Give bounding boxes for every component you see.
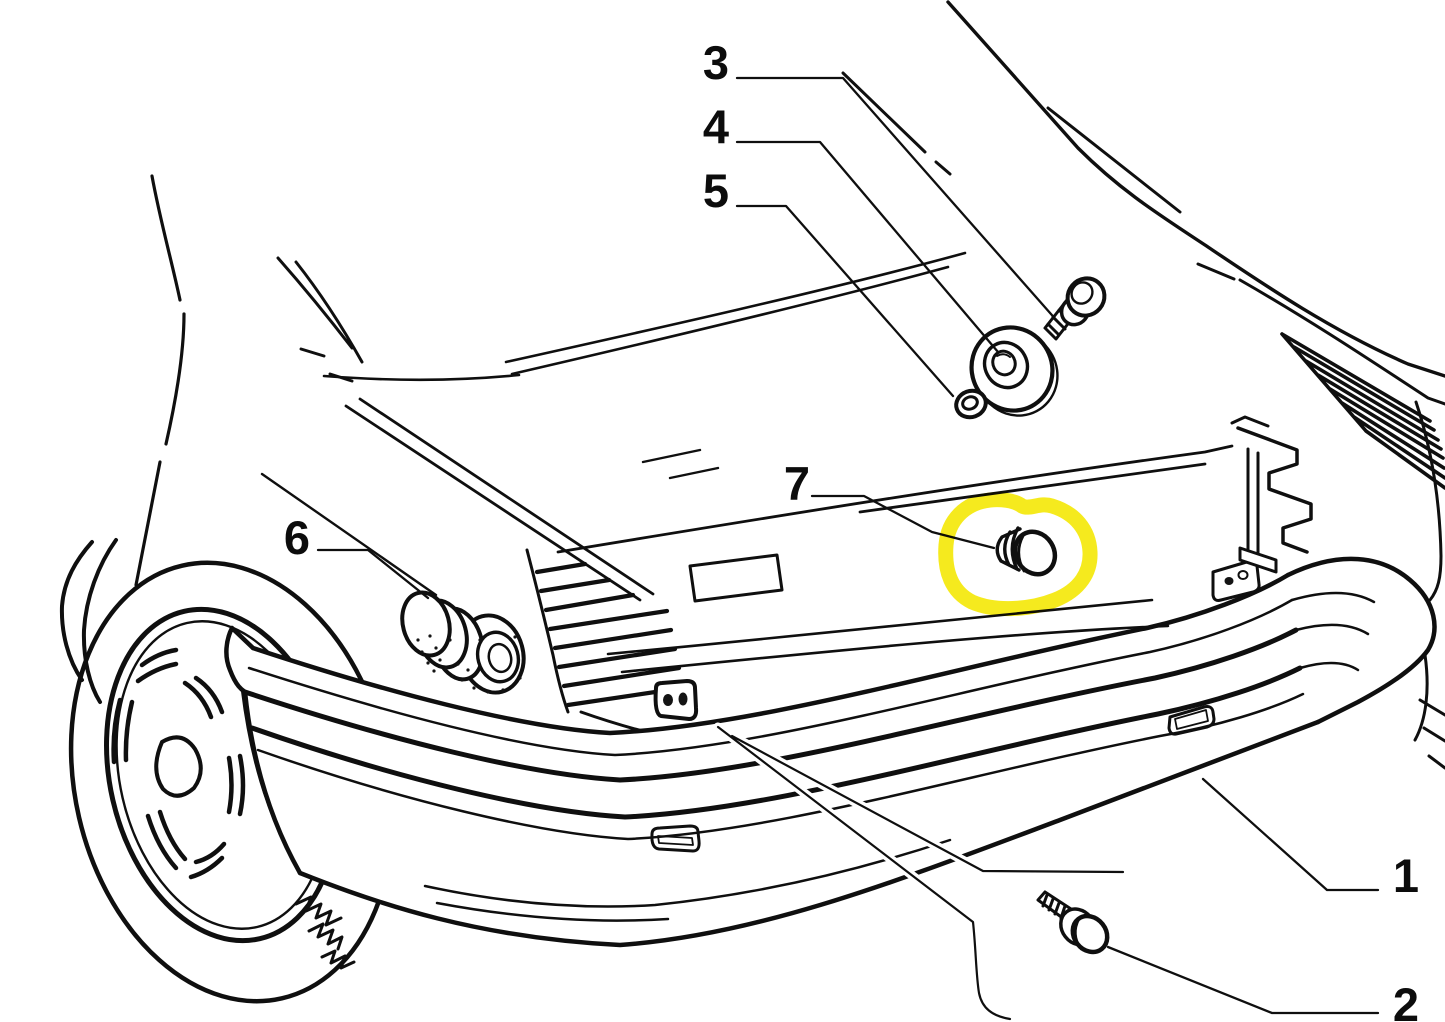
bushing-hole-inner xyxy=(996,353,1011,358)
bolt-head-inner xyxy=(1070,281,1094,305)
mounting-bracket xyxy=(1230,415,1313,574)
callout-label-7: 7 xyxy=(784,457,810,510)
bracket-steps xyxy=(1236,426,1313,554)
leader-5 xyxy=(735,204,955,398)
hub-hole xyxy=(154,735,203,798)
bumper-slot-right xyxy=(1167,705,1216,736)
bracket-posts xyxy=(1230,415,1270,565)
wheel xyxy=(59,538,396,1004)
rear-window-edge xyxy=(841,71,952,176)
body-lower-right-hatch xyxy=(1418,698,1445,770)
tail-lamp-left-slats xyxy=(534,561,685,708)
trunk-sill-line xyxy=(556,444,1234,554)
bumper-slot-left xyxy=(650,824,701,853)
part-bolt-3 xyxy=(1043,276,1107,341)
bumper-top-edge xyxy=(250,572,1291,736)
parcel-shelf-line xyxy=(322,373,521,382)
quarter-crease xyxy=(260,472,438,597)
bumper-skirt-creases xyxy=(423,838,952,922)
bumper-right-corner xyxy=(1285,556,1437,725)
part-screw-2 xyxy=(1036,890,1110,955)
leader-6 xyxy=(316,548,430,600)
trunk-gap-line xyxy=(344,397,655,602)
part-washer-5 xyxy=(954,388,988,420)
screw-head-rim xyxy=(1074,917,1083,951)
plug-head-rim xyxy=(1017,534,1026,573)
plug-flange-rings xyxy=(995,526,1022,572)
deck-dashes xyxy=(641,448,720,480)
callout-label-2: 2 xyxy=(1393,978,1419,1022)
wedge-lines xyxy=(716,725,1125,1021)
bumper-slot-right-inner xyxy=(1174,709,1209,730)
bracket-foot xyxy=(1238,546,1278,574)
panel-bumper-gap-lines xyxy=(606,598,1170,674)
washer-outer xyxy=(954,388,988,420)
leader-7 xyxy=(810,494,996,550)
part-bellows-6 xyxy=(400,590,526,695)
bumper-bottom-edge xyxy=(297,719,1321,948)
bumper-slot-left-inner xyxy=(657,835,694,846)
bumper-corner-inner-lines xyxy=(1290,591,1376,672)
wheel-arch xyxy=(59,538,118,704)
c-pillar-left xyxy=(276,256,364,364)
tail-lamp-left xyxy=(534,561,685,708)
tail-lamp-right-hatch xyxy=(1280,332,1445,490)
callout-label-6: 6 xyxy=(284,511,310,564)
bumper-molding-2 xyxy=(242,627,1299,783)
highlight-marker xyxy=(938,492,1098,616)
callout-label-1: 1 xyxy=(1393,849,1419,902)
leader-3 xyxy=(735,76,1060,324)
leader-4 xyxy=(735,140,1000,354)
bellows-ring-1 xyxy=(400,590,452,658)
trunk-lid-right-edge xyxy=(1046,106,1182,214)
callout-labels: 1 2 3 4 5 6 7 xyxy=(284,36,1419,1022)
leader-1 xyxy=(1201,777,1380,892)
quarter-top-right xyxy=(1196,262,1445,406)
screw-threads xyxy=(1036,890,1073,921)
bellows-hole-inner xyxy=(487,642,513,674)
left-fender-edge xyxy=(134,174,186,587)
mount-plate-hole-left xyxy=(1224,577,1234,585)
part-bushing-4 xyxy=(969,325,1059,417)
roofline-right xyxy=(946,0,1445,378)
plug-head xyxy=(1012,529,1058,577)
leader-lines xyxy=(316,76,1380,1015)
bushing-mid-ring xyxy=(982,340,1030,390)
bumper-left-inner-line xyxy=(240,688,297,864)
wedge-pointer xyxy=(713,722,1128,1021)
clip-hole-right xyxy=(678,692,688,706)
wheel-cover-slots xyxy=(111,647,246,880)
clip-hole-left xyxy=(663,694,673,706)
tail-lamp-right xyxy=(1280,332,1445,770)
mount-plate-hole-right xyxy=(1237,570,1249,580)
washer-hole xyxy=(961,395,979,411)
bolt-head xyxy=(1065,276,1107,318)
bolt-threads xyxy=(1043,298,1080,341)
callout-label-4: 4 xyxy=(703,100,729,153)
bumper-molding-1 xyxy=(247,598,1294,757)
leader-2 xyxy=(1106,945,1380,1015)
license-plate-recess xyxy=(688,553,784,603)
part-plug-7 xyxy=(995,526,1058,577)
trunk-rear-edge xyxy=(504,251,967,376)
callout-label-5: 5 xyxy=(703,164,729,217)
callout-label-3: 3 xyxy=(703,36,729,89)
highlight-circle xyxy=(938,492,1098,616)
bumper-clip xyxy=(653,679,699,721)
bellows-stipple xyxy=(416,630,522,694)
tire-tread xyxy=(294,895,356,970)
